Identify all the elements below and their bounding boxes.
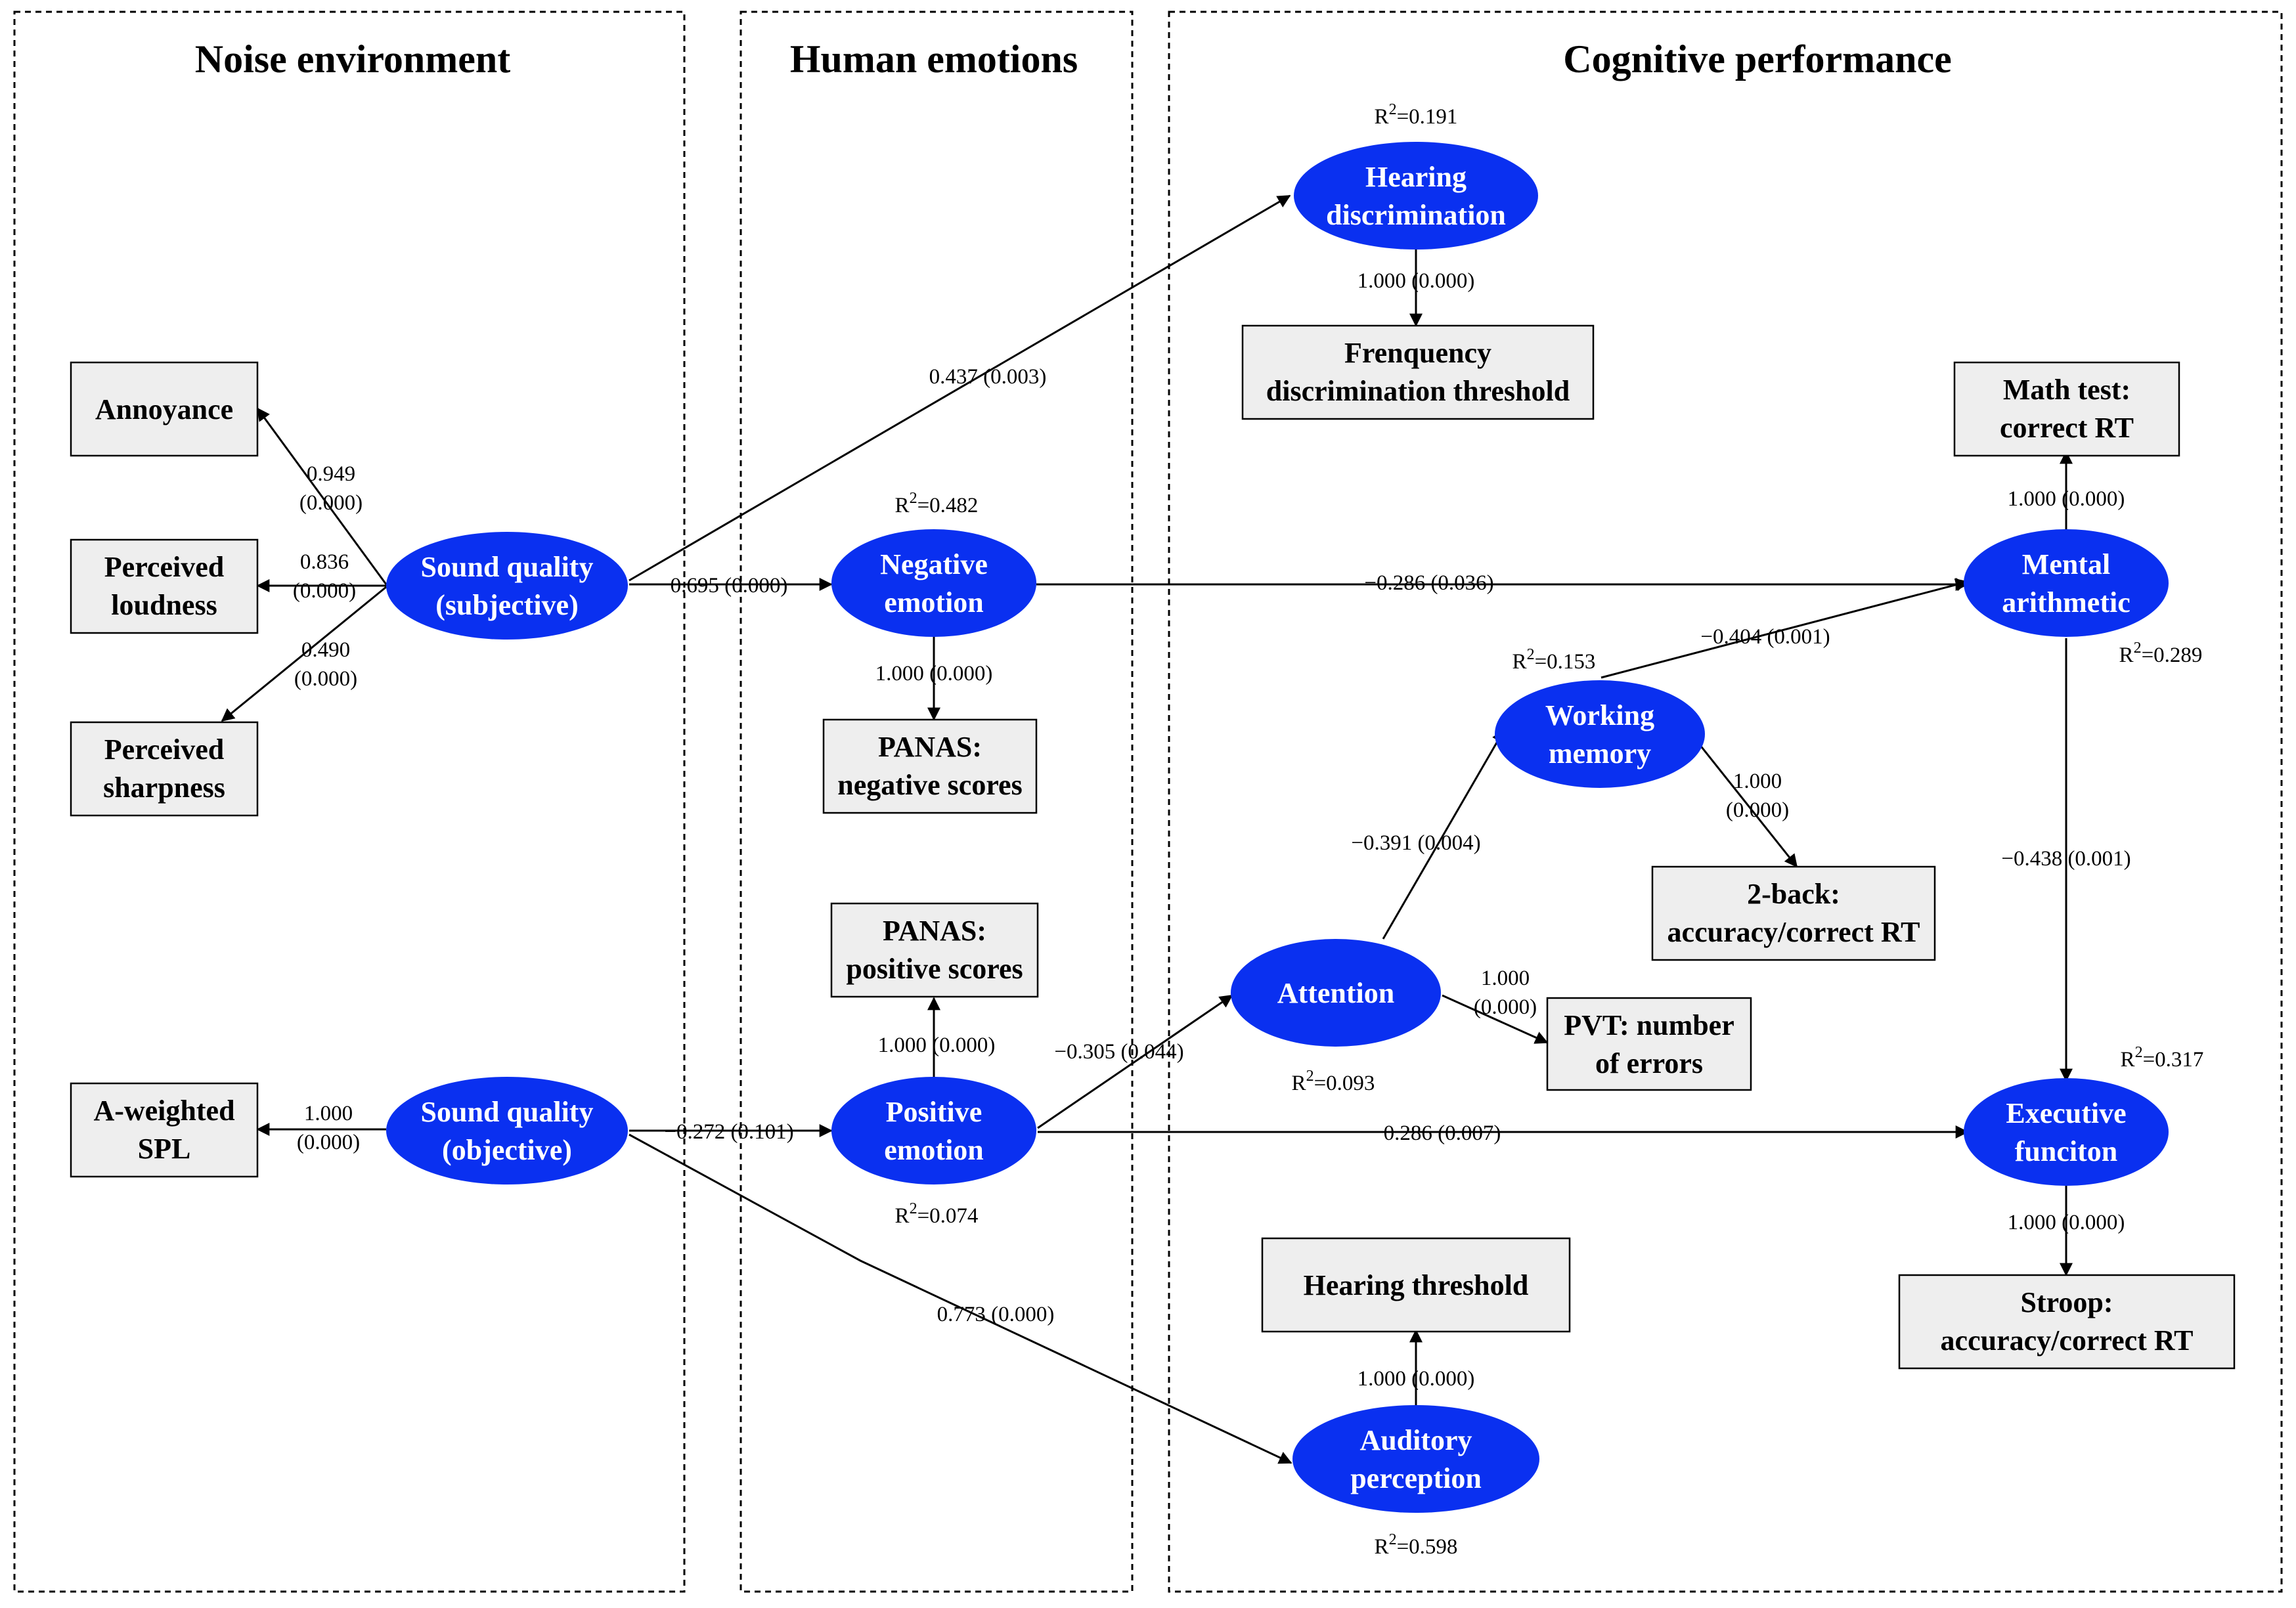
coef-neg-ma: −0.286 (0.036) [1364,571,1493,595]
edge-sq-subj-hear [629,194,1291,582]
panel-cognitive-performance [1168,11,2283,1593]
edge-wm-2back [1693,737,1798,868]
path-edges [221,194,2073,1464]
coef-pos-panas: 1.000 (0.000) [878,1033,996,1057]
coef-attn-wm: −0.391 (0.004) [1351,831,1480,855]
indicator-2-back: 2-back:accuracy/correct RT [1651,865,1936,961]
coef-sqobj-ap: 0.773 (0.000) [937,1303,1055,1326]
r2-mental-arithmetic: R2=0.289 [2119,640,2203,667]
edge-sq-subj-annoyance [256,407,387,585]
latent-variables: Sound quality(subjective) Sound quality(… [386,142,2169,1513]
coef-sq-annoyance: 0.949(0.000) [299,462,363,515]
edge-attn-wm [1382,729,1505,940]
r2-negative-emotion: R2=0.482 [895,490,979,517]
panel-title-emotions: Human emotions [790,37,1078,81]
r2-attention: R2=0.093 [1292,1068,1375,1095]
coef-sq-neg: 0.695 (0.000) [671,574,788,598]
coefficient-labels: 0.949(0.000) 0.836(0.000) 0.490(0.000) 1… [293,269,2131,1391]
latent-sound-quality-subjective: Sound quality(subjective) [386,532,628,640]
coef-ma-ef: −0.438 (0.001) [2001,847,2130,871]
r2-executive-function: R2=0.317 [2121,1044,2204,1072]
indicator-panas-positive: PANAS:positive scores [830,902,1039,998]
panel-human-emotions [740,11,1134,1593]
svg-text:Hearing threshold: Hearing threshold [1304,1269,1529,1301]
panel-title-noise: Noise environment [195,37,511,81]
coef-ap-hthresh: 1.000 (0.000) [1358,1367,1475,1391]
edge-pos-attn [1037,994,1233,1129]
r-squared-labels: R2=0.191 R2=0.482 R2=0.153 R2=0.289 R2=0… [895,101,2204,1559]
r2-working-memory: R2=0.153 [1512,646,1596,674]
r2-positive-emotion: R2=0.074 [895,1200,979,1228]
svg-text:Sound quality(objective): Sound quality(objective) [421,1096,594,1166]
indicator-math-test: Math test:correct RT [1953,361,2180,457]
r2-auditory-perception: R2=0.598 [1375,1531,1458,1559]
edge-attn-pvt [1442,994,1549,1044]
edge-wm-ma [1601,578,1969,679]
indicator-stroop: Stroop:accuracy/correct RT [1898,1274,2236,1370]
coef-wm-ma: −0.404 (0.001) [1700,625,1830,649]
coef-hear-freq: 1.000 (0.000) [1358,269,1475,293]
coef-neg-panas: 1.000 (0.000) [875,662,993,685]
latent-sound-quality-objective: Sound quality(objective) [386,1077,628,1184]
coef-pos-ef: 0.286 (0.007) [1384,1121,1501,1145]
svg-text:Math test:correct RT: Math test:correct RT [2000,374,2134,444]
coef-sqobj-pos: −0.272 (0.101) [664,1120,793,1144]
coef-wm-2back: 1.000(0.000) [1726,770,1789,822]
edge-sq-subj-sharpness [221,586,387,722]
coef-pos-attn: −0.305 (0.044) [1054,1040,1183,1064]
indicator-panas-negative: PANAS:negative scores [822,718,1038,814]
latent-attention: Attention [1231,939,1441,1047]
coef-ef-stroop: 1.000 (0.000) [2008,1211,2125,1234]
svg-text:PANAS:positive scores: PANAS:positive scores [846,915,1023,985]
svg-text:Stroop:accuracy/correct RT: Stroop:accuracy/correct RT [1941,1286,2194,1357]
svg-text:Sound quality(subjective): Sound quality(subjective) [421,551,594,621]
coef-sq-spl: 1.000(0.000) [297,1102,360,1154]
indicator-annoyance: Annoyance [70,361,259,457]
coef-ma-math: 1.000 (0.000) [2008,487,2125,511]
svg-text:Attention: Attention [1277,977,1394,1009]
svg-text:Annoyance: Annoyance [95,393,233,425]
coef-attn-pvt: 1.000(0.000) [1474,967,1537,1019]
edge-sq-obj-ap [629,1133,1292,1464]
r2-hearing-discrimination: R2=0.191 [1375,101,1458,129]
panel-title-cognitive: Cognitive performance [1563,37,1952,81]
coef-sq-loudness: 0.836(0.000) [293,550,356,603]
svg-text:2-back:accuracy/correct RT: 2-back:accuracy/correct RT [1667,878,1920,948]
indicator-hearing-threshold: Hearing threshold [1261,1237,1571,1333]
panel-noise-environment [13,11,686,1593]
coef-sq-hear: 0.437 (0.003) [929,365,1047,389]
svg-text:PANAS:negative scores: PANAS:negative scores [837,731,1022,801]
coef-sq-sharpness: 0.490(0.000) [294,638,357,691]
